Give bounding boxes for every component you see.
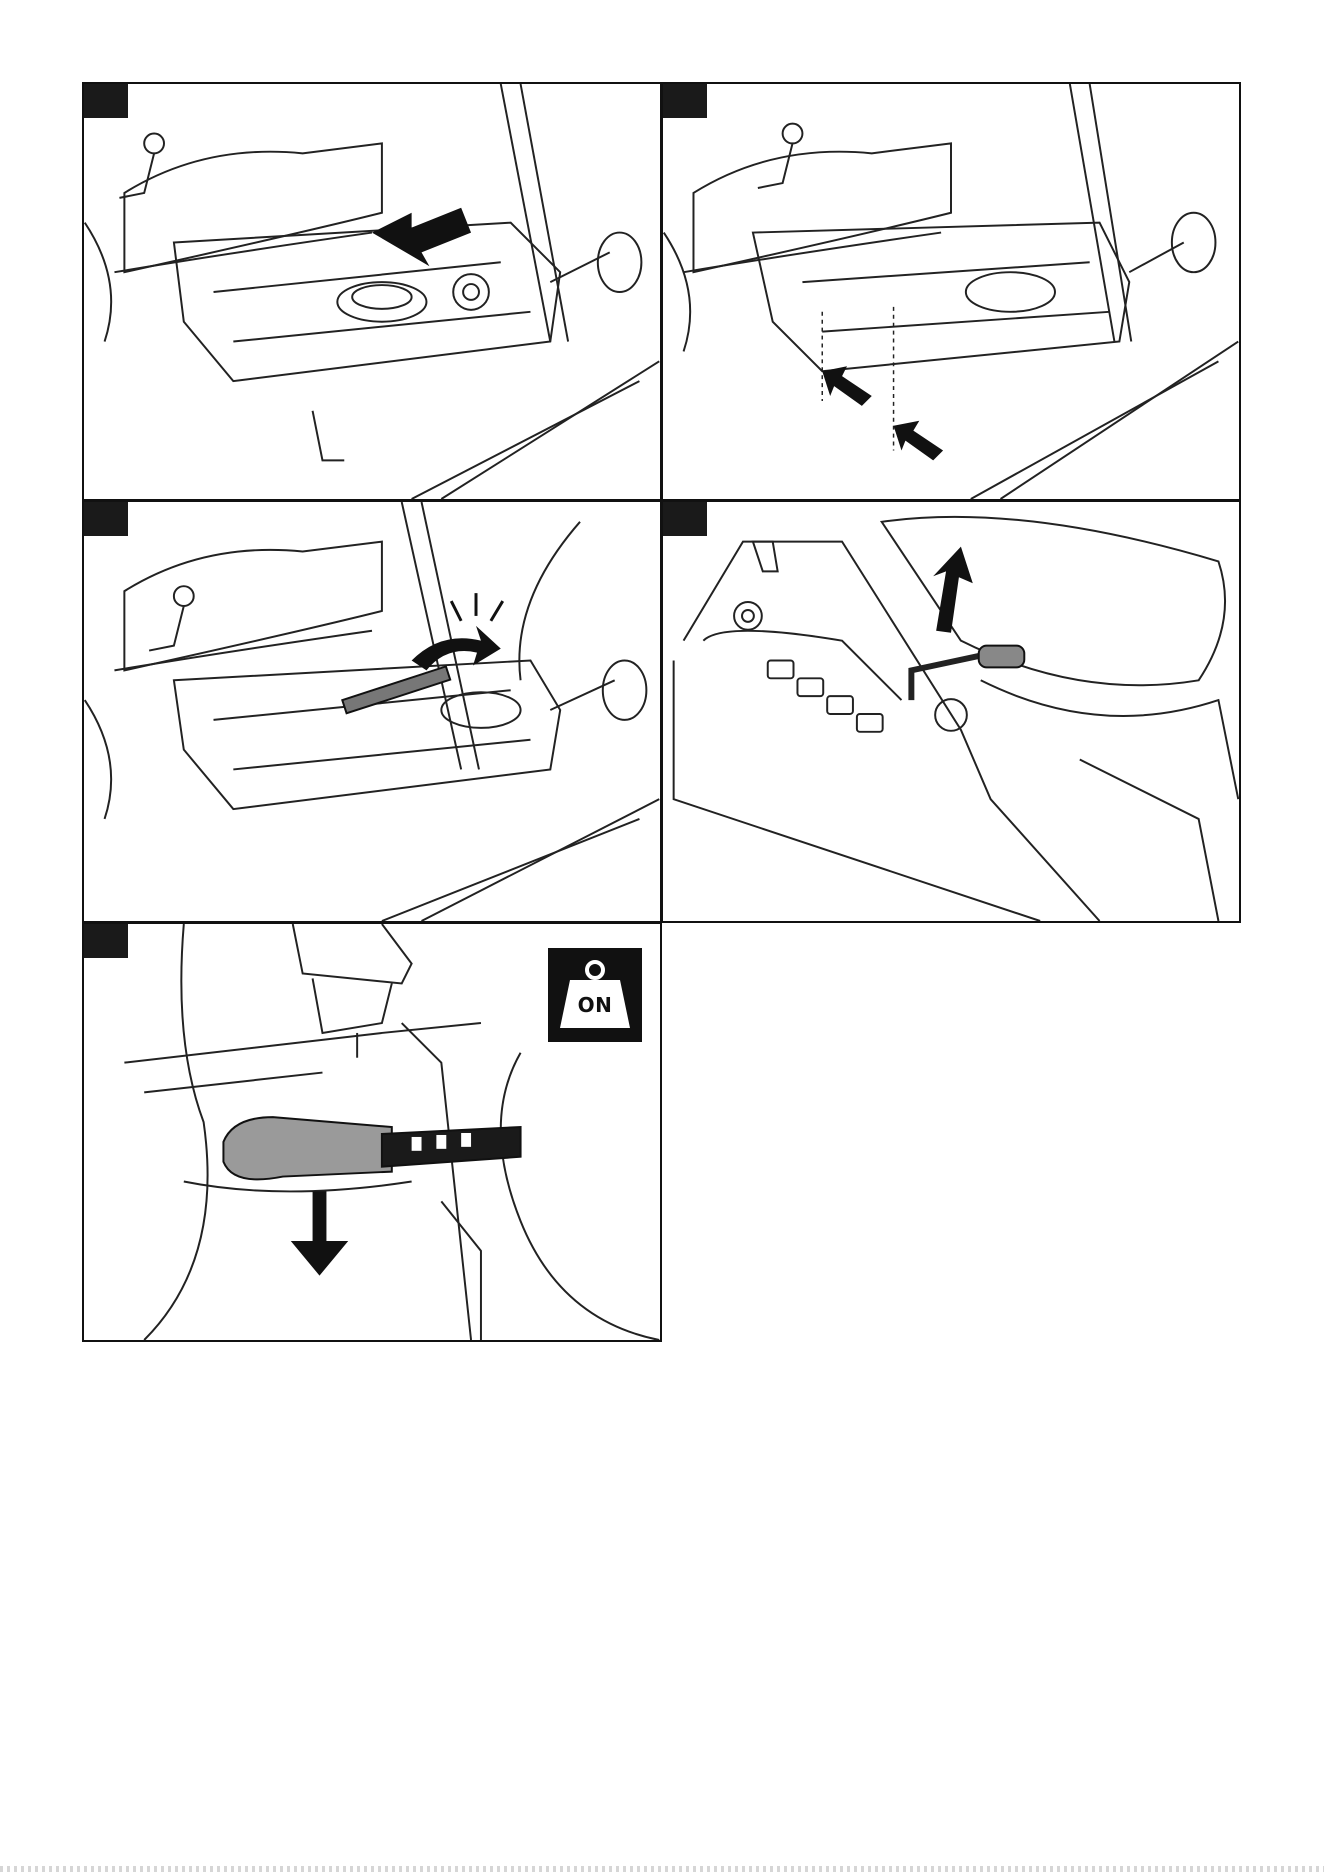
illustration-step-2	[661, 82, 1241, 501]
mower-deck-illustration-3	[84, 502, 660, 921]
lift-arrow-icon	[933, 547, 973, 633]
illustration-step-3	[82, 500, 662, 923]
control-panel-illustration	[663, 502, 1239, 921]
weight-on-icon: ON	[548, 948, 642, 1042]
click-sound-icon	[451, 593, 503, 621]
down-arrow-icon	[291, 1191, 348, 1275]
mower-deck-illustration-2	[663, 84, 1239, 499]
page-footer-strip	[0, 1866, 1324, 1872]
illustration-step-4	[661, 500, 1241, 923]
weight-label: ON	[548, 993, 642, 1017]
double-arrow-icon	[822, 366, 943, 460]
illustration-step-1	[82, 82, 662, 501]
mower-deck-illustration-1	[84, 84, 660, 499]
illustration-step-5: ON	[82, 922, 662, 1342]
push-arrow-icon	[372, 208, 471, 266]
